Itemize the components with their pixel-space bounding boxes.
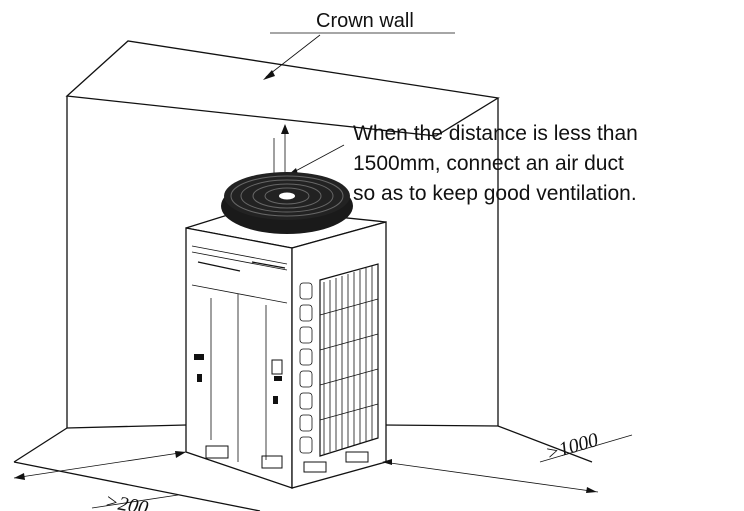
side-clearance-label: >1000 — [543, 429, 600, 465]
front-clearance-dimension — [13, 451, 187, 509]
outdoor-unit — [185, 172, 387, 489]
floor-outline — [13, 424, 593, 511]
back-wall — [66, 96, 499, 428]
side-slot-column — [299, 282, 313, 454]
side-grille — [319, 263, 379, 457]
ventilation-note-line3: so as to keep good ventilation. — [353, 182, 637, 205]
note-leader — [287, 144, 345, 176]
fan-guard-icon — [221, 172, 353, 234]
ventilation-note-line1: When the distance is less than — [353, 122, 638, 145]
front-clearance-label: >200 — [103, 490, 150, 511]
crown-wall-leader — [263, 32, 455, 80]
ventilation-note-line2: 1500mm, connect an air duct — [353, 152, 624, 175]
crown-wall-label: Crown wall — [316, 10, 414, 32]
side-clearance-dimension — [382, 434, 633, 493]
